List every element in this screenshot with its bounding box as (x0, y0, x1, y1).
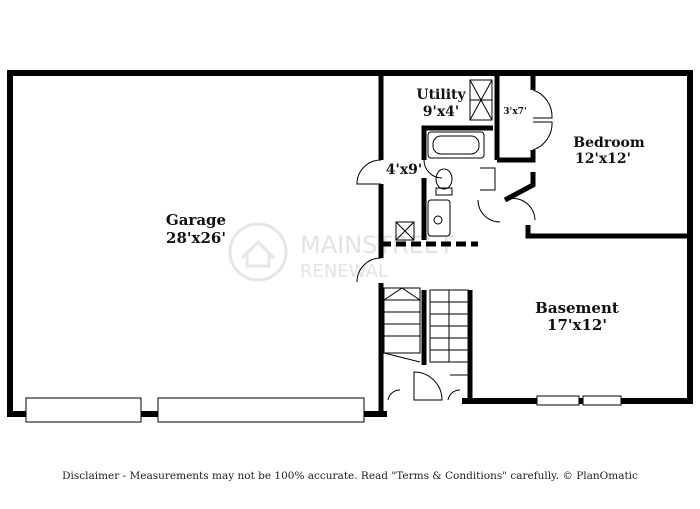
utility-name: Utility (416, 87, 466, 103)
room-label-basement: Basement 17'x12' (535, 299, 619, 334)
room-label-garage: Garage 28'x26' (166, 211, 226, 247)
utility-dims: 9'x4' (423, 104, 459, 120)
watermark: MAINSTREET RENEWAL (228, 222, 454, 282)
watermark-logo-icon (228, 222, 288, 282)
watermark-line2: RENEWAL (300, 261, 388, 282)
stairs (383, 287, 469, 376)
bedroom-dims: 12'x12' (575, 151, 631, 167)
disclaimer: Disclaimer - Measurements may not be 100… (62, 470, 638, 482)
room-label-utility: Utility 9'x4' (416, 87, 466, 120)
watermark-house-icon (240, 239, 276, 268)
doors (356, 89, 553, 401)
utility-fixtures (469, 79, 493, 121)
garage-openings (25, 395, 622, 423)
bathroom-fixtures (395, 131, 496, 241)
basement-dims: 17'x12' (547, 316, 607, 334)
garage-name: Garage (166, 211, 226, 229)
basement-name: Basement (535, 299, 619, 317)
bedroom-name: Bedroom (573, 135, 645, 151)
room-label-bedroom: Bedroom 12'x12' (573, 135, 645, 167)
closet-dims: 3'x7' (503, 107, 526, 117)
garage-dims: 28'x26' (166, 229, 226, 247)
hall-dims: 4'x9' (386, 162, 422, 178)
